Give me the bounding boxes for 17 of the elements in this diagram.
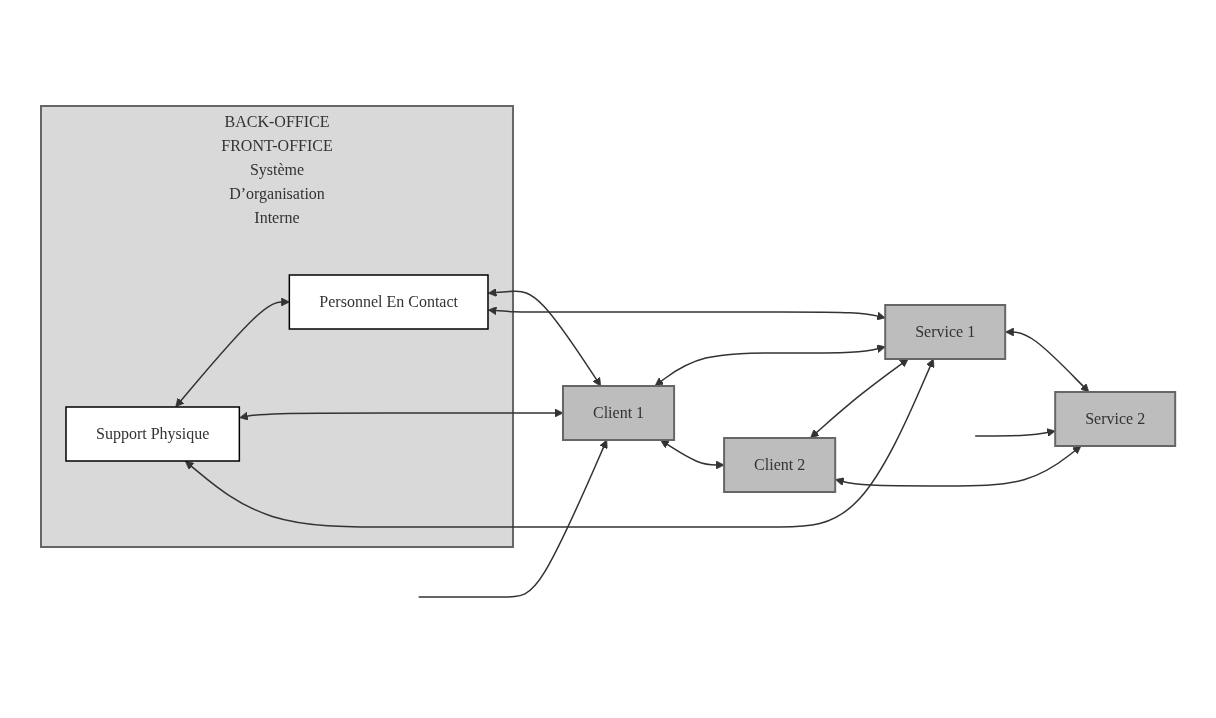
arrow bbox=[184, 358, 935, 528]
node-box: Personnel En Contact bbox=[288, 274, 489, 330]
node-box: Service 2 bbox=[1054, 391, 1177, 447]
arrow bbox=[810, 358, 909, 439]
arrow bbox=[654, 344, 886, 387]
arrow bbox=[660, 439, 725, 470]
arrow bbox=[175, 297, 290, 408]
node-box: Service 1 bbox=[884, 304, 1007, 360]
node-box: Client 1 bbox=[561, 385, 675, 441]
arrow bbox=[974, 428, 1056, 437]
arrow bbox=[1005, 327, 1090, 393]
node-box: Client 2 bbox=[723, 437, 837, 493]
arrow bbox=[487, 288, 601, 387]
arrow bbox=[835, 445, 1082, 487]
arrow bbox=[487, 306, 886, 321]
arrow bbox=[417, 439, 608, 598]
node-box: Support Physique bbox=[65, 406, 240, 462]
